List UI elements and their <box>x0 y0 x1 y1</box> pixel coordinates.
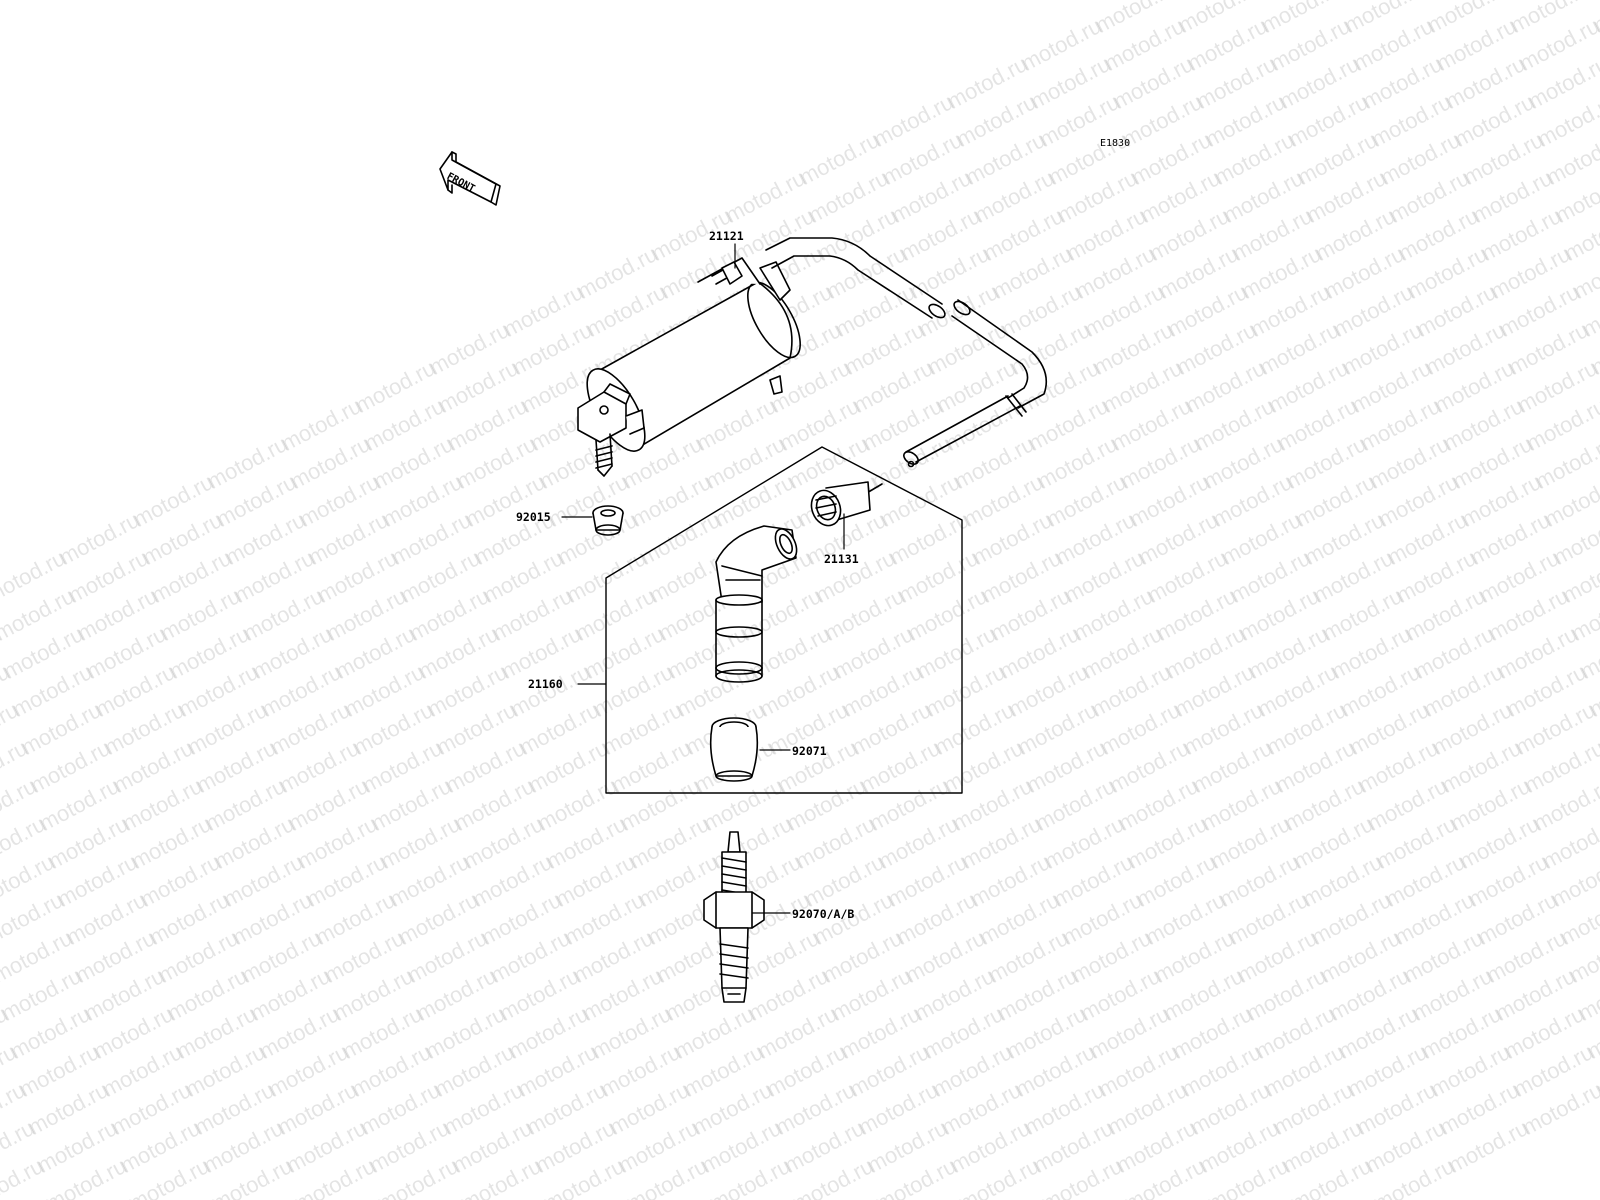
plug-cap-icon <box>715 525 798 683</box>
high-tension-cable-icon <box>903 299 1048 468</box>
part-label-21160: 21160 <box>528 677 563 691</box>
spark-plug-icon <box>703 831 765 1003</box>
seal-cover-icon <box>709 717 759 782</box>
ignition-coil-icon <box>577 237 946 477</box>
part-label-21121: 21121 <box>709 229 744 243</box>
grommet-icon <box>592 505 624 536</box>
part-label-21131: 21131 <box>824 552 859 566</box>
part-label-92070: 92070/A/B <box>792 907 855 921</box>
part-label-92071: 92071 <box>792 744 827 758</box>
part-label-92015: 92015 <box>516 510 551 524</box>
group-bracket <box>605 446 963 794</box>
diagram-code: E1830 <box>1100 138 1131 149</box>
front-arrow-icon <box>439 151 501 206</box>
cable-cap-icon <box>810 481 871 527</box>
